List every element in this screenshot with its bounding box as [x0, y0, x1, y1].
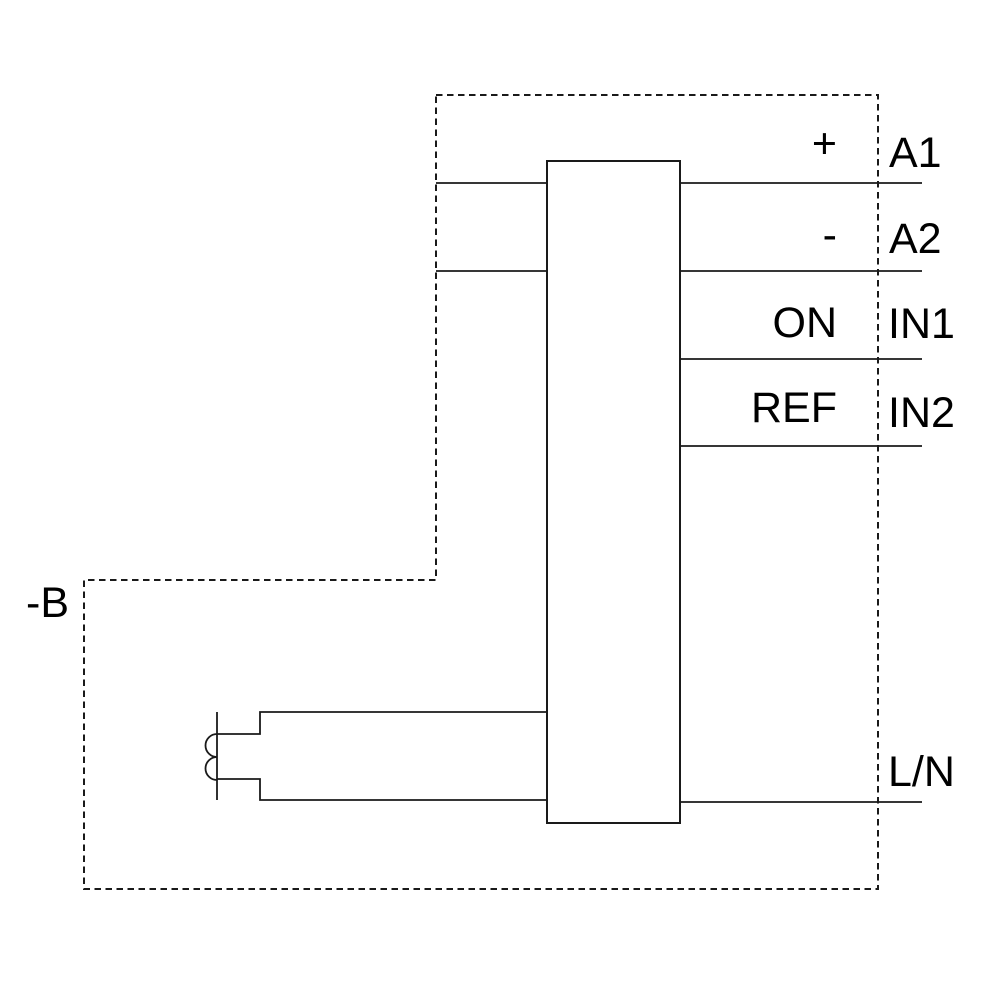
terminal-label-a1: A1 [889, 129, 942, 177]
terminal-label-ln: L/N [888, 748, 955, 796]
terminal-label-in1: IN1 [888, 300, 955, 348]
function-label-on: ON [773, 299, 838, 347]
inductive-coil-symbol [204, 733, 218, 781]
terminal-label-a2: A2 [889, 215, 942, 263]
device-body [546, 160, 681, 824]
load-connector [204, 711, 547, 801]
diagram-labels: -B + - ON REF A1 A2 IN1 IN2 L/N [26, 120, 955, 796]
function-label-ref: REF [751, 384, 837, 432]
component-ref-label: -B [26, 579, 69, 627]
dashed-enclosure-boundary [83, 94, 879, 890]
terminal-wires [436, 182, 922, 803]
load-connector-outline [217, 711, 547, 801]
function-label-minus: - [823, 211, 837, 259]
function-label-plus: + [812, 120, 837, 168]
terminal-label-in2: IN2 [888, 389, 955, 437]
diagram-geometry [83, 94, 922, 890]
